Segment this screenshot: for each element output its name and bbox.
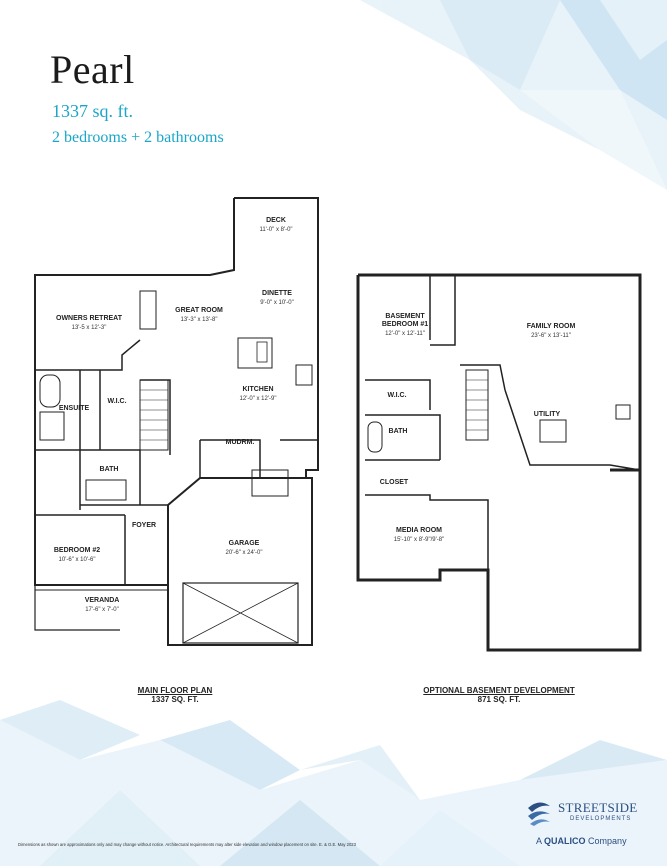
main-floor-caption: MAIN FLOOR PLAN 1337 SQ. FT.	[95, 686, 255, 704]
room-dim-great-room: 13'-3" x 13'-8"	[181, 317, 218, 323]
room-label-deck: DECK	[266, 217, 286, 224]
bed-bath-count: 2 bedrooms + 2 bathrooms	[52, 129, 224, 146]
qualico-prefix: A	[536, 836, 542, 846]
room-label-utility: UTILITY	[534, 411, 561, 418]
room-dim-deck: 11'-0" x 8'-0"	[259, 227, 292, 233]
square-footage: 1337 sq. ft.	[52, 101, 133, 121]
room-label-garage: GARAGE	[229, 540, 260, 547]
room-label-dinette: DINETTE	[262, 290, 292, 297]
room-label-great-room: GREAT ROOM	[175, 307, 223, 314]
room-label-bedroom-2: BEDROOM #2	[54, 547, 100, 554]
room-dim-dinette: 9'-0" x 10'-0"	[260, 300, 294, 306]
room-label-wic: W.I.C.	[107, 398, 126, 405]
disclaimer-text: Dimensions as shown are approximations o…	[18, 842, 356, 847]
streetside-logo-icon	[528, 802, 550, 826]
room-label-basement-bedroom-1: BEDROOM #1	[382, 321, 428, 328]
room-label-kitchen: KITCHEN	[242, 386, 273, 393]
plan-title: Pearl	[50, 47, 135, 92]
qualico-suffix: Company	[588, 836, 627, 846]
room-label-media-room: MEDIA ROOM	[396, 527, 442, 534]
room-dim-owners-retreat: 13'-5 x 12'-3"	[72, 325, 107, 331]
basement-caption-sqft: 871 SQ. FT.	[477, 695, 521, 704]
room-dim-family-room: 23'-6" x 13'-11"	[531, 333, 571, 339]
room-dim-kitchen: 12'-0" x 12'-9"	[240, 396, 277, 402]
room-label-mudroom: MUDRM.	[226, 439, 255, 446]
room-dim-veranda: 17'-6" x 7'-0"	[85, 607, 119, 613]
main-floor-caption-sqft: 1337 SQ. FT.	[151, 695, 199, 704]
room-label-owners-retreat: OWNERS RETREAT	[56, 315, 123, 322]
logo-wordmark: STREETSIDE	[558, 800, 638, 815]
room-label-ensuite: ENSUITE	[59, 405, 90, 412]
room-label-basement-bath: BATH	[389, 428, 408, 435]
room-dim-garage: 20'-6" x 24'-0"	[226, 550, 263, 556]
room-label-basement-wic: W.I.C.	[387, 392, 406, 399]
room-label-foyer: FOYER	[132, 522, 156, 529]
room-label-basement-1: BASEMENT	[385, 313, 425, 320]
logo-subtitle: DEVELOPMENTS	[570, 816, 632, 822]
qualico-company-line: A QUALICO Company	[536, 836, 627, 846]
basement-caption-title: OPTIONAL BASEMENT DEVELOPMENT	[423, 686, 575, 695]
room-label-family-room: FAMILY ROOM	[527, 323, 576, 330]
main-floor-caption-title: MAIN FLOOR PLAN	[137, 686, 213, 695]
room-label-closet: CLOSET	[380, 479, 409, 486]
room-label-veranda: VERANDA	[85, 597, 120, 604]
room-dim-basement-bedroom-1: 12'-0" x 12'-11"	[385, 331, 425, 337]
streetside-logo: STREETSIDE DEVELOPMENTS A QUALICO Compan…	[524, 796, 644, 856]
qualico-name: QUALICO	[544, 836, 586, 846]
room-label-bath: BATH	[100, 466, 119, 473]
basement-caption: OPTIONAL BASEMENT DEVELOPMENT 871 SQ. FT…	[385, 686, 613, 704]
room-dim-bedroom-2: 10'-6" x 10'-6"	[59, 557, 96, 563]
room-dim-media-room: 15'-10" x 8'-9"/9'-8"	[394, 537, 445, 543]
